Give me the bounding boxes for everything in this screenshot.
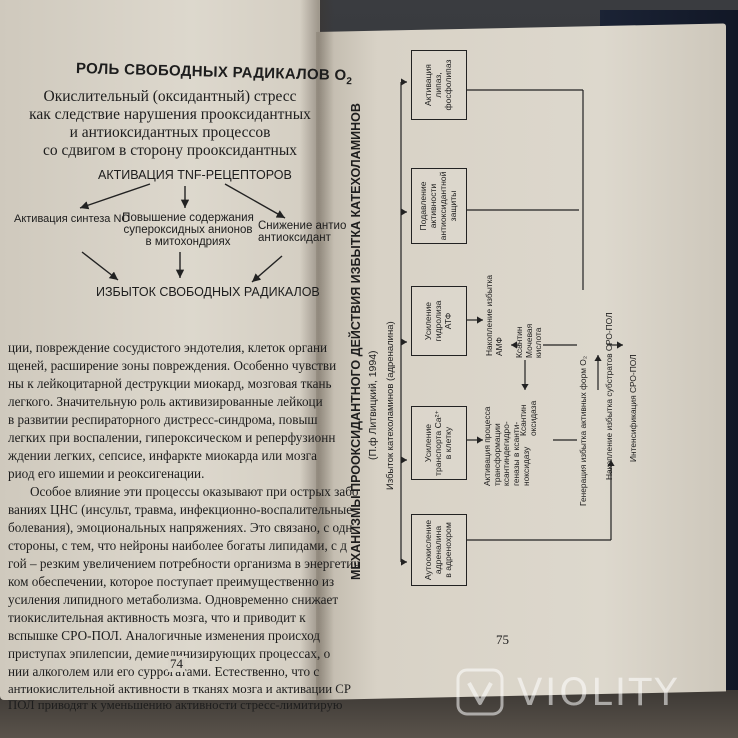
note-amp: Накопление избытка АМФ: [484, 274, 504, 356]
note-generation: Генерация избытка активных форм О₂: [578, 355, 588, 506]
body-line: риод его ишемии и реоксигенации.: [8, 466, 205, 481]
subtitle-line-1: Окислительный (оксидантный) стресс: [43, 88, 297, 105]
box-atp-hydrolysis: Усиление гидролиза АТФ: [411, 286, 467, 356]
body-line: ждении легких, сепсисе, инфаркте миокард…: [8, 448, 317, 463]
right-diagram-arrows: [400, 78, 623, 566]
subtitle-line-2: как следствие нарушения прооксидантных: [29, 106, 311, 123]
subtitle-line-3: и антиоксидантных процессов: [69, 124, 271, 141]
diagram-middle-node: Повышение содержания супероксидных анион…: [122, 212, 254, 248]
body-line: ком обеспечении, которое поступает преим…: [8, 574, 335, 589]
body-line: Особое влияние эти процессы оказывают пр…: [30, 484, 359, 499]
left-page: [0, 0, 320, 700]
book-gutter-shadow: [300, 0, 334, 700]
note-substrates: Накопление избытка субстратов СРО-ПОЛ: [604, 312, 614, 480]
watermark: VIOLITY: [455, 663, 725, 723]
right-page-diagram: МЕХАНИЗМЫ ПРООКСИДАНТНОГО ДЕЙСТВИЯ ИЗБЫТ…: [343, 30, 643, 590]
body-line: нии алкоголем или его суррогатами. Естес…: [8, 664, 320, 679]
body-line: тиокислительная активность мозга, что и …: [8, 610, 306, 625]
watermark-text: VIOLITY: [517, 671, 681, 714]
body-line: в развитии респираторного дистресс-синдр…: [8, 412, 318, 427]
body-line: легкого. Значительную роль активизирован…: [8, 394, 323, 409]
left-page-number: 74: [168, 656, 185, 672]
box-antioxidant-suppression: Подавление активности антиоксидантной за…: [411, 168, 467, 244]
left-diagram-arrows: [79, 183, 286, 283]
diagram-right-node: Снижение антио антиоксидант: [258, 220, 347, 244]
body-line: усиления липидного метаболизма. Одноврем…: [8, 592, 339, 607]
body-line: ции, повреждение сосудистого эндотелия, …: [8, 340, 328, 355]
diagram-top-node: АКТИВАЦИЯ TNF-РЕЦЕПТОРОВ: [98, 168, 292, 182]
body-line: приступах эпилепсии, демиелинизирующих п…: [8, 646, 331, 661]
body-line: щеней, расширение зоны повреждения. Особ…: [8, 358, 337, 373]
body-line: стороны, с тем, что нейроны наиболее бог…: [8, 538, 347, 553]
body-line: вспышке СРО-ПОЛ. Аналогичные изменения п…: [8, 628, 320, 643]
right-page-number: 75: [496, 632, 509, 647]
subtitle-line-4: со сдвигом в сторону прооксидантных: [43, 142, 297, 159]
body-line: гой – резким увеличением потребности орг…: [8, 556, 360, 571]
note-intensification: Интенсификация СРО-ПОЛ: [628, 354, 638, 462]
body-line: болевания), эмоциональных напряжениях. Э…: [8, 520, 353, 535]
body-line: легких при воспалении, гипероксическом и…: [8, 430, 336, 445]
box-lipase-activation: Активация липаз, фосфолипаз: [411, 50, 467, 120]
box-calcium-transport: Усиление транспорта Ca²⁺ в клетку: [411, 406, 467, 480]
body-line: ПОЛ приводят к уменьшению активности стр…: [8, 698, 343, 712]
note-xanthine-oxidase: Ксантин оксидаза: [518, 400, 538, 436]
body-line: ваниях ЦНС (инсульт, травма, инфекционно…: [8, 502, 353, 517]
diagram-bottom-node: ИЗБЫТОК СВОБОДНЫХ РАДИКАЛОВ: [96, 285, 320, 299]
box-autooxidation: Аутоокисление адреналина в адренохром: [411, 514, 467, 586]
diagram-left-node: Активация синтеза NO: [14, 213, 130, 225]
body-line: антиокислительной активности в тканях мо…: [8, 682, 351, 696]
note-xanthine-uric: Ксантин Мочевая кислота: [514, 323, 544, 358]
body-line: ны к лейкоцитарной деструкции миокард, м…: [8, 376, 332, 391]
watermark-logo-icon: [456, 668, 504, 716]
